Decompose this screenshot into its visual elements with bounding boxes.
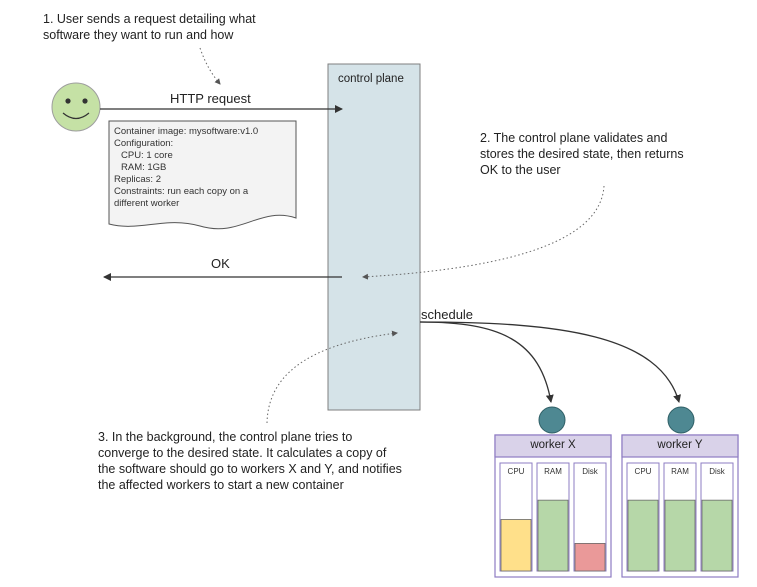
container-image-line: Container image: mysoftware:v1.0	[114, 126, 259, 137]
request-document	[108, 120, 297, 230]
worker-y-title: worker Y	[657, 439, 703, 451]
worker-x-cpu-label: CPU	[507, 467, 525, 476]
http-request-label: HTTP request	[170, 91, 251, 106]
control-plane-label: control plane	[338, 73, 404, 85]
worker-x-disk-bar	[574, 543, 606, 572]
schedule-arrow-worker-x	[419, 321, 554, 403]
worker-x-cpu-bar	[500, 519, 532, 572]
worker-y-cpu-bar	[627, 499, 659, 572]
user-face-icon	[51, 82, 101, 132]
step3-note: 3. In the background, the control plane …	[98, 430, 402, 492]
ok-label: OK	[211, 256, 230, 271]
worker-y-ram-bar	[664, 499, 696, 572]
worker-y-ram-label: RAM	[671, 467, 689, 476]
control-plane-box	[327, 63, 421, 411]
worker-x-ram-label: RAM	[544, 467, 562, 476]
configuration-line: Configuration:	[114, 138, 174, 149]
step1-connector	[199, 47, 221, 85]
worker-y-node	[667, 406, 695, 434]
step2-connector	[362, 185, 605, 280]
request-document-text: Container image: mysoftware:v1.0 Configu…	[114, 126, 292, 210]
worker-x-disk-label: Disk	[582, 467, 598, 476]
schedule-arrow-worker-y	[419, 321, 681, 403]
step2-note: 2. The control plane validates and store…	[480, 131, 684, 177]
constraints-line-2: different worker	[114, 198, 180, 209]
worker-y-cpu-label: CPU	[634, 467, 652, 476]
replicas-line: Replicas: 2	[114, 174, 161, 185]
worker-y-disk-label: Disk	[709, 467, 725, 476]
worker-y-disk-bar	[701, 499, 733, 572]
step1-note: 1. User sends a request detailing what s…	[43, 12, 256, 42]
worker-x-node	[538, 406, 566, 434]
schedule-label: schedule	[421, 307, 474, 322]
cpu-line: CPU: 1 core	[121, 150, 173, 161]
worker-x-title: worker X	[530, 439, 576, 451]
workers-layer	[494, 434, 739, 578]
worker-x-header	[494, 434, 612, 458]
ram-line: RAM: 1GB	[121, 162, 167, 173]
worker-y-header	[621, 434, 739, 458]
worker-x-ram-bar	[537, 499, 569, 572]
constraints-line-1: Constraints: run each copy on a	[114, 186, 249, 197]
step3-connector	[266, 330, 398, 424]
